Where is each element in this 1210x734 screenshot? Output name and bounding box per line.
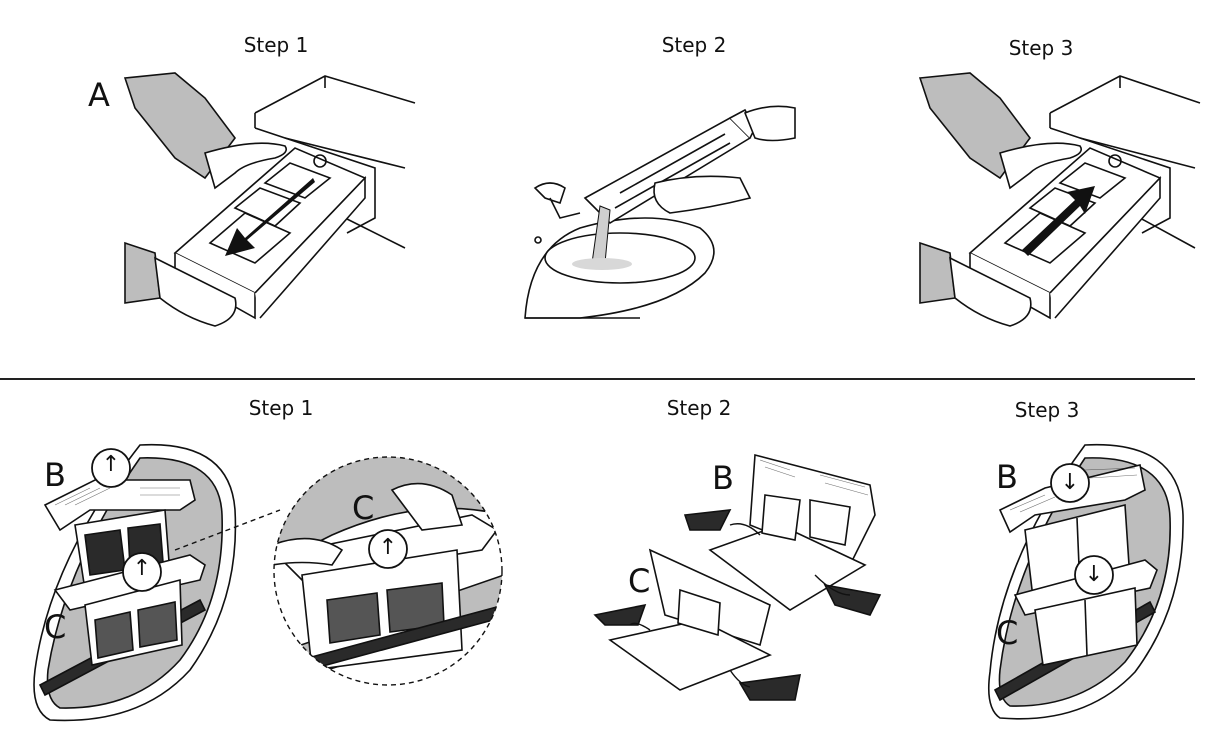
arrow-up-icon: ↑ — [101, 452, 121, 477]
top-step1-title: Step 1 — [243, 33, 309, 57]
filter-reinstall-illustration — [987, 443, 1184, 720]
label-a: A — [88, 76, 110, 114]
bottom-step2-label-b: B — [712, 459, 734, 497]
drawer-pull-out-illustration — [123, 72, 416, 327]
arrow-pull-icon — [225, 178, 315, 256]
arrow-down-icon: ↓ — [1084, 562, 1104, 587]
bottom-step2-title: Step 2 — [666, 396, 732, 420]
bottom-step1-label-b: B — [44, 456, 66, 494]
arrow-push-icon — [1022, 186, 1095, 256]
top-step2-title: Step 2 — [661, 33, 727, 57]
drawer-push-in-illustration — [918, 72, 1201, 327]
section-divider — [0, 378, 1195, 380]
bottom-step1-title: Step 1 — [248, 396, 314, 420]
arrow-up-icon: ↑ — [378, 535, 398, 560]
zoom-label-c: C — [352, 489, 375, 527]
rinse-in-sink-illustration — [524, 105, 796, 319]
filter-removal-illustration — [33, 443, 281, 722]
bottom-step2-label-c: C — [628, 562, 651, 600]
bottom-step3-label-c: C — [996, 614, 1019, 652]
top-step3-title: Step 3 — [1008, 36, 1074, 60]
arrow-up-icon: ↑ — [132, 556, 152, 581]
filter-disassembly-illustration — [593, 453, 882, 701]
bottom-step3-label-b: B — [996, 458, 1018, 496]
bottom-step1-label-c: C — [44, 608, 67, 646]
filter-c-zoom-detail — [273, 456, 503, 686]
arrow-down-icon: ↓ — [1060, 470, 1080, 495]
bottom-step3-title: Step 3 — [1014, 398, 1080, 422]
